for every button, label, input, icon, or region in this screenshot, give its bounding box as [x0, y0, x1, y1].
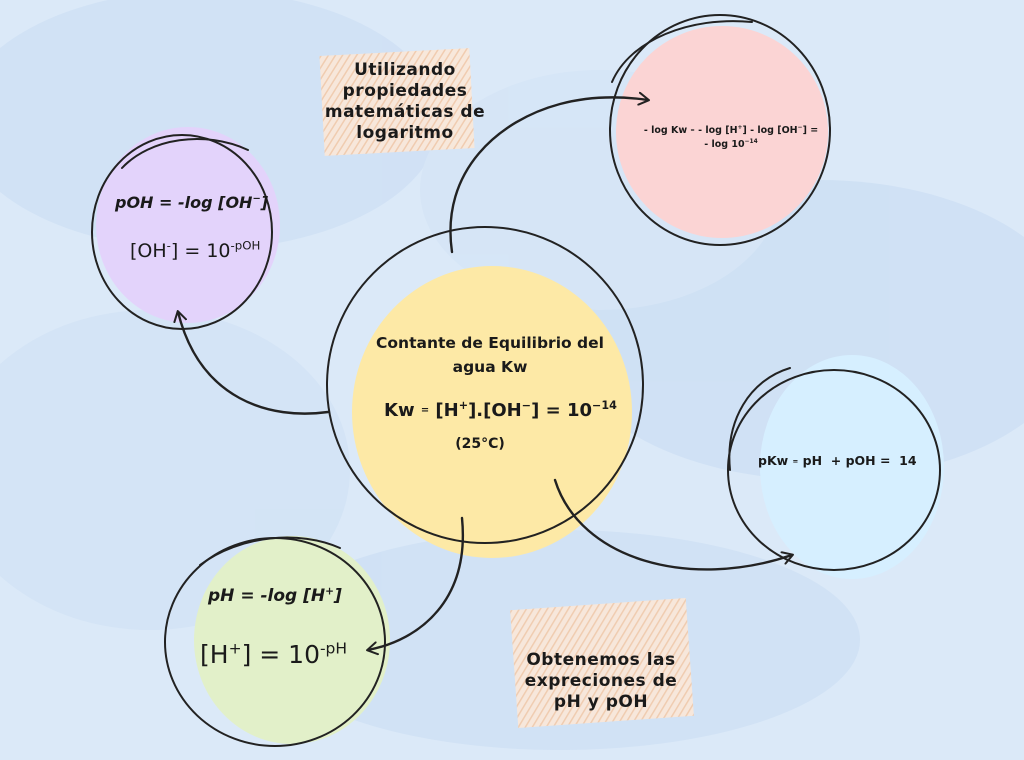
kw-h: [H: [435, 400, 459, 421]
poh-conc-charge: -: [166, 238, 171, 253]
ph-definition: pH = -log [H+]: [208, 586, 342, 606]
center-title-line: Contante de Equilibrio del: [376, 334, 604, 352]
pkw-circle: [727, 369, 941, 571]
log-oh: ] - log [OH: [742, 125, 798, 136]
kw-symbol: Kw: [384, 400, 415, 421]
center-circle: [326, 226, 644, 544]
poh-concentration: [OH-] = 10-pOH: [130, 240, 260, 262]
kw-h-charge: +: [458, 399, 469, 412]
pkw-symbol: pKw: [758, 453, 789, 468]
poh-def-charge: −: [252, 193, 261, 205]
log-h-charge: +: [737, 124, 743, 131]
ph-conc-text: [H: [200, 640, 229, 669]
pkw-eq-sign: =: [792, 457, 799, 466]
poh-conc-value: ] = 10: [170, 240, 231, 262]
poh-definition: pOH = -log [OH−]: [115, 193, 268, 212]
poh-blob: [96, 127, 280, 323]
log-h: - log [H: [698, 125, 738, 136]
ph-blob: [194, 536, 390, 744]
note-top: Utilizando propiedades matemáticas de lo…: [300, 60, 510, 144]
poh-def-close: ]: [260, 193, 269, 212]
center-kw-equation: Kw = [H+].[OH−] = 10−14: [384, 400, 624, 421]
kw-eq-sign: =: [420, 405, 430, 416]
note-bottom-hatch: [510, 598, 694, 728]
ph-def-text: pH = -log [H: [208, 586, 326, 606]
note-top-line: propiedades: [342, 81, 468, 101]
arrow-to-poh: [173, 310, 330, 415]
log-circle: [609, 14, 831, 246]
kw-oh-charge: −: [521, 399, 532, 412]
log-kw: - log Kw: [643, 125, 688, 136]
kw-oh: ].[OH: [468, 400, 522, 421]
ph-conc-value: ] = 10: [241, 640, 320, 669]
ph-def-charge: +: [325, 585, 334, 598]
log-exponent: −14: [744, 138, 758, 145]
ph-conc-charge: +: [228, 639, 242, 658]
center-title-line: agua Kw: [452, 358, 528, 376]
note-top-line: matemáticas de: [324, 102, 486, 122]
note-top-hatch: [319, 48, 475, 156]
kw-exponent: −14: [592, 399, 617, 412]
log-value: - log 10: [704, 139, 745, 150]
arrow-to-ph: [366, 516, 465, 656]
arrow-to-pkw: [553, 478, 794, 571]
log-eq-sign: =: [690, 127, 695, 134]
center-blob: [352, 266, 632, 558]
poh-circle-overstroke: [121, 138, 249, 169]
pkw-sum: pH + pOH = 14: [802, 453, 917, 468]
log-blob: [616, 26, 828, 238]
note-bottom-line: expreciones de: [524, 671, 678, 691]
note-top-line: logaritmo: [356, 123, 454, 143]
ph-def-close: ]: [333, 586, 342, 606]
ph-conc-exponent: -pH: [319, 639, 348, 658]
center-temperature: (25°C): [455, 436, 505, 452]
log-equation-line2: - log 10−14: [620, 138, 842, 152]
pkw-circle-overstroke: [728, 367, 791, 471]
log-equation-line1: - log Kw = - log [H+] - log [OH−] =: [620, 124, 842, 138]
poh-conc-exponent: -pOH: [230, 238, 261, 253]
log-oh-charge: −: [797, 124, 803, 131]
center-title: Contante de Equilibrio del agua Kw: [360, 331, 620, 379]
poh-def-text: pOH = -log [OH: [115, 193, 253, 212]
note-bottom-line: Obtenemos las: [526, 650, 676, 670]
poh-conc-text: [OH: [130, 240, 167, 262]
note-bottom: Obtenemos las expreciones de pH y pOH: [496, 650, 706, 713]
arrow-to-log: [449, 91, 650, 254]
pkw-blob: [760, 355, 944, 579]
note-top-line: Utilizando: [354, 60, 456, 80]
ph-concentration: [H+] = 10-pH: [200, 640, 347, 669]
kw-value: ] = 10: [531, 400, 592, 421]
log-circle-overstroke: [611, 20, 753, 83]
pkw-equation: pKw = pH + pOH = 14: [758, 453, 917, 468]
log-end: ] =: [802, 125, 819, 136]
note-bottom-line: pH y pOH: [553, 692, 649, 712]
log-equation: - log Kw = - log [H+] - log [OH−] = - lo…: [620, 124, 842, 152]
ph-circle-overstroke: [199, 536, 341, 566]
